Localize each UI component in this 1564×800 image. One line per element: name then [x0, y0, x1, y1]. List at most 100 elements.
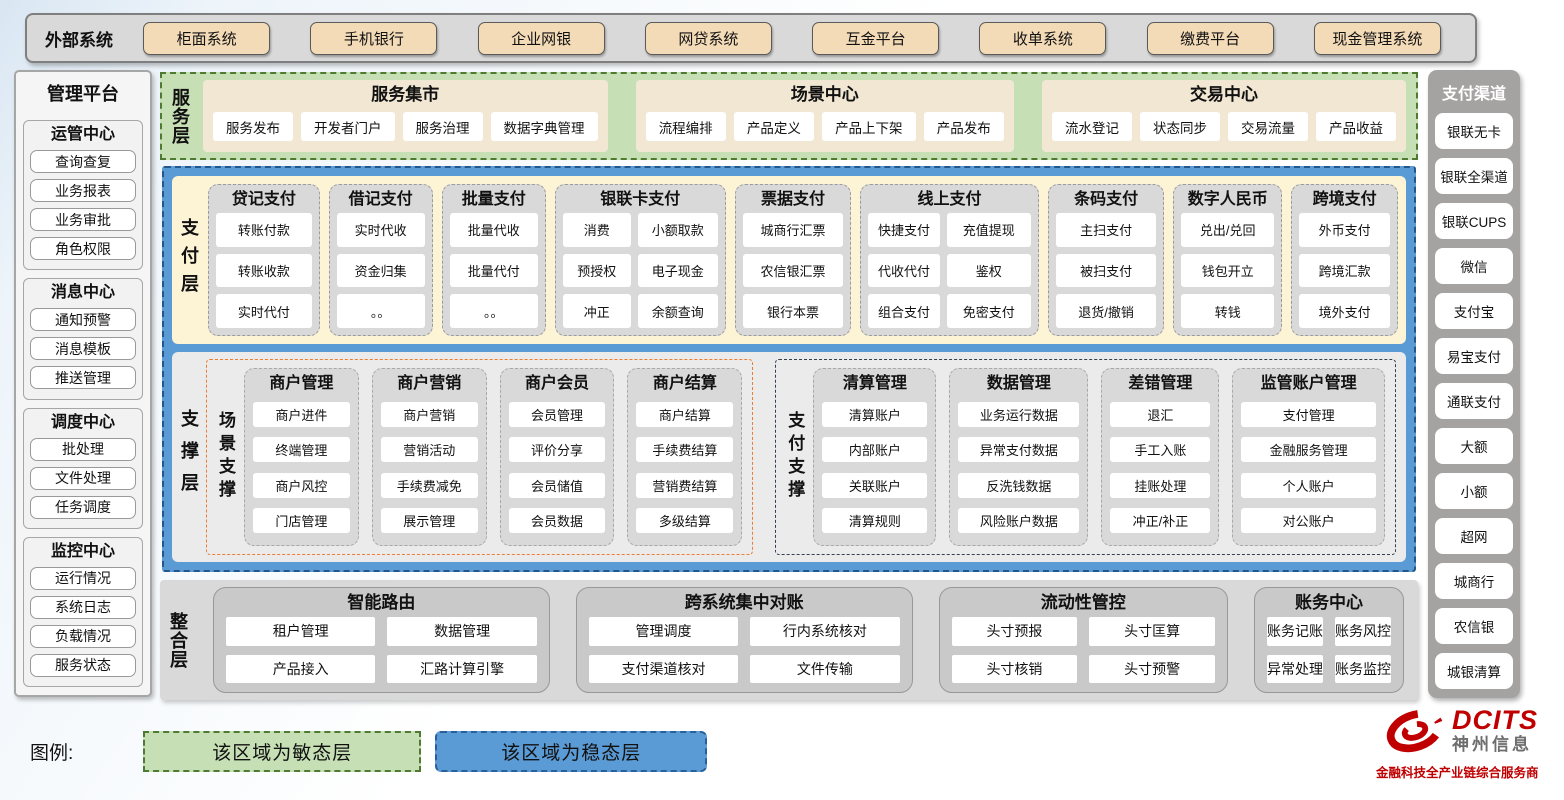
support-item-button[interactable]: 商户营销 [380, 402, 478, 428]
payment-channel-button[interactable]: 微信 [1435, 248, 1513, 284]
support-item-button[interactable]: 展示管理 [380, 507, 478, 533]
payment-channel-button[interactable]: 小额 [1435, 473, 1513, 509]
support-item-button[interactable]: 门店管理 [253, 507, 350, 533]
support-item-button[interactable]: 终端管理 [253, 437, 350, 463]
management-item-button[interactable]: 任务调度 [30, 495, 136, 519]
service-item-button[interactable]: 产品发布 [923, 112, 1004, 141]
integration-item-button[interactable]: 租户管理 [226, 617, 376, 646]
integration-item-button[interactable]: 异常处理 [1266, 654, 1323, 683]
integration-item-button[interactable]: 账务记账 [1266, 617, 1323, 646]
service-item-button[interactable]: 流水登记 [1052, 112, 1132, 141]
payment-item-button[interactable]: 代收代付 [868, 253, 940, 288]
integration-item-button[interactable]: 账务风控 [1334, 617, 1391, 646]
service-item-button[interactable]: 数据字典管理 [490, 112, 598, 141]
integration-item-button[interactable]: 支付渠道核对 [588, 654, 739, 683]
management-item-button[interactable]: 批处理 [30, 437, 136, 461]
payment-item-button[interactable]: 跨境汇款 [1299, 253, 1391, 288]
integration-item-button[interactable]: 头寸预警 [1089, 654, 1215, 683]
management-item-button[interactable]: 系统日志 [30, 595, 136, 619]
external-system-button[interactable]: 互金平台 [812, 21, 940, 55]
support-item-button[interactable]: 挂账处理 [1110, 472, 1211, 498]
payment-item-button[interactable]: 预授权 [562, 253, 631, 288]
support-item-button[interactable]: 异常支付数据 [958, 437, 1080, 463]
management-item-button[interactable]: 查询查复 [30, 150, 136, 174]
support-item-button[interactable]: 营销活动 [380, 437, 478, 463]
support-item-button[interactable]: 会员储值 [508, 472, 606, 498]
external-system-button[interactable]: 缴费平台 [1146, 21, 1274, 55]
support-item-button[interactable]: 反洗钱数据 [958, 472, 1080, 498]
payment-item-button[interactable]: 快捷支付 [868, 213, 940, 247]
support-item-button[interactable]: 对公账户 [1241, 507, 1377, 533]
support-item-button[interactable]: 手工入账 [1110, 437, 1211, 463]
integration-item-button[interactable]: 头寸匡算 [1089, 617, 1215, 646]
payment-item-button[interactable]: 转账付款 [216, 213, 312, 247]
payment-item-button[interactable]: 电子现金 [637, 253, 718, 288]
management-item-button[interactable]: 角色权限 [30, 237, 136, 261]
support-item-button[interactable]: 关联账户 [822, 472, 928, 498]
integration-item-button[interactable]: 行内系统核对 [750, 617, 900, 646]
management-item-button[interactable]: 业务报表 [30, 179, 136, 203]
external-system-button[interactable]: 现金管理系统 [1313, 21, 1441, 55]
support-item-button[interactable]: 多级结算 [636, 507, 734, 533]
payment-item-button[interactable]: 农信银汇票 [742, 253, 844, 288]
management-item-button[interactable]: 文件处理 [30, 466, 136, 490]
support-item-button[interactable]: 业务运行数据 [958, 402, 1080, 428]
payment-item-button[interactable]: 实时代付 [216, 294, 312, 328]
service-item-button[interactable]: 状态同步 [1140, 112, 1220, 141]
support-item-button[interactable]: 支付管理 [1241, 402, 1377, 428]
external-system-button[interactable]: 手机银行 [310, 21, 438, 55]
integration-item-button[interactable]: 头寸核销 [951, 654, 1078, 683]
management-item-button[interactable]: 负载情况 [30, 624, 136, 648]
integration-item-button[interactable]: 产品接入 [226, 654, 376, 683]
service-item-button[interactable]: 产品定义 [733, 112, 814, 141]
payment-item-button[interactable]: 。。 [449, 294, 538, 328]
integration-item-button[interactable]: 管理调度 [588, 617, 739, 646]
service-item-button[interactable]: 服务治理 [402, 112, 483, 141]
payment-item-button[interactable]: 退货/撤销 [1055, 294, 1157, 328]
payment-item-button[interactable]: 转钱 [1181, 294, 1275, 328]
payment-item-button[interactable]: 实时代收 [336, 213, 425, 247]
support-item-button[interactable]: 商户结算 [636, 402, 734, 428]
support-item-button[interactable]: 手续费减免 [380, 472, 478, 498]
service-item-button[interactable]: 服务发布 [213, 112, 293, 141]
management-item-button[interactable]: 服务状态 [30, 653, 136, 677]
payment-item-button[interactable]: 消费 [562, 213, 631, 247]
payment-channel-button[interactable]: 城商行 [1435, 563, 1513, 599]
external-system-button[interactable]: 柜面系统 [143, 21, 271, 55]
external-system-button[interactable]: 收单系统 [979, 21, 1107, 55]
payment-item-button[interactable]: 组合支付 [868, 294, 940, 328]
support-item-button[interactable]: 个人账户 [1241, 472, 1377, 498]
support-item-button[interactable]: 会员管理 [508, 402, 606, 428]
support-item-button[interactable]: 风险账户数据 [958, 507, 1080, 533]
external-system-button[interactable]: 网贷系统 [644, 21, 772, 55]
payment-item-button[interactable]: 银行本票 [742, 294, 844, 328]
support-item-button[interactable]: 退汇 [1110, 402, 1211, 428]
payment-channel-button[interactable]: 通联支付 [1435, 383, 1513, 419]
support-item-button[interactable]: 营销费结算 [636, 472, 734, 498]
payment-item-button[interactable]: 境外支付 [1299, 294, 1391, 328]
payment-item-button[interactable]: 转账收款 [216, 253, 312, 288]
payment-channel-button[interactable]: 银联无卡 [1435, 113, 1513, 149]
support-item-button[interactable]: 手续费结算 [636, 437, 734, 463]
management-item-button[interactable]: 通知预警 [30, 308, 136, 332]
support-item-button[interactable]: 会员数据 [508, 507, 606, 533]
payment-item-button[interactable]: 钱包开立 [1181, 253, 1275, 288]
payment-item-button[interactable]: 余额查询 [637, 294, 718, 328]
payment-item-button[interactable]: 冲正 [562, 294, 631, 328]
payment-item-button[interactable]: 资金归集 [336, 253, 425, 288]
payment-channel-button[interactable]: 超网 [1435, 518, 1513, 554]
payment-item-button[interactable]: 被扫支付 [1055, 253, 1157, 288]
payment-item-button[interactable]: 。。 [336, 294, 425, 328]
payment-item-button[interactable]: 批量代收 [449, 213, 538, 247]
integration-item-button[interactable]: 文件传输 [750, 654, 900, 683]
payment-channel-button[interactable]: 银联全渠道 [1435, 158, 1513, 194]
payment-channel-button[interactable]: 易宝支付 [1435, 338, 1513, 374]
payment-item-button[interactable]: 兑出/兑回 [1181, 213, 1275, 247]
management-item-button[interactable]: 消息模板 [30, 337, 136, 361]
payment-item-button[interactable]: 小额取款 [637, 213, 718, 247]
service-item-button[interactable]: 开发者门户 [301, 112, 395, 141]
support-item-button[interactable]: 商户进件 [253, 402, 350, 428]
support-item-button[interactable]: 评价分享 [508, 437, 606, 463]
integration-item-button[interactable]: 账务监控 [1334, 654, 1391, 683]
payment-channel-button[interactable]: 大额 [1435, 428, 1513, 464]
